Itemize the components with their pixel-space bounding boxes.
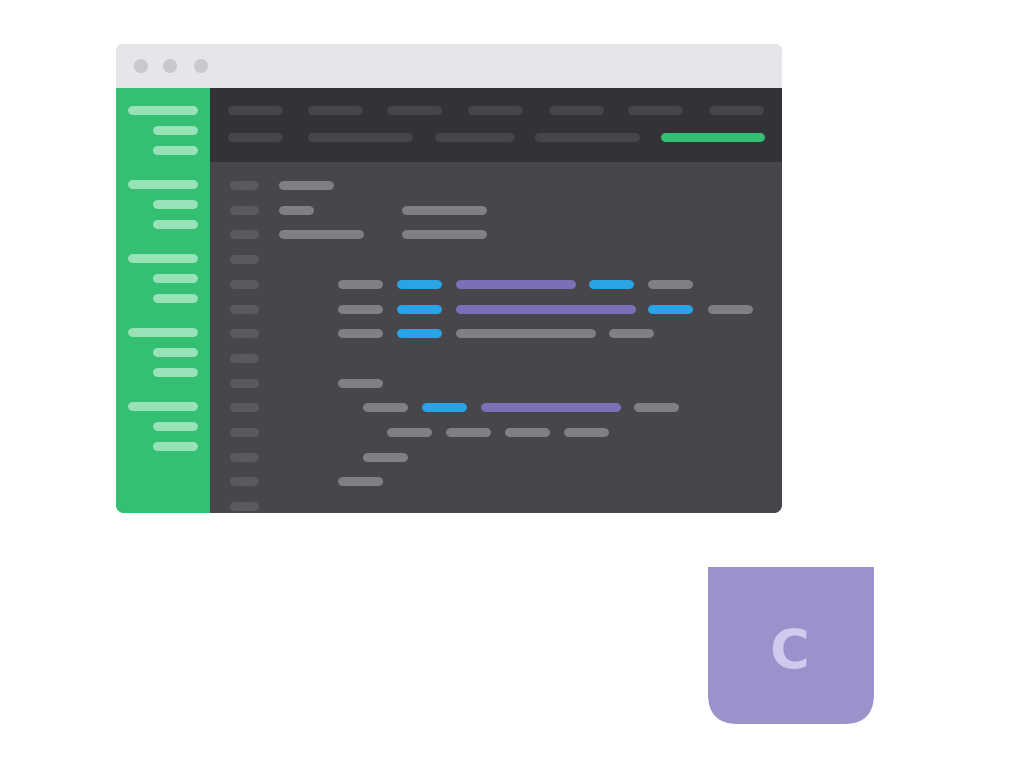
code-token bbox=[589, 279, 634, 289]
sidebar-folder-item bbox=[128, 254, 198, 263]
code-token bbox=[446, 428, 491, 437]
line-number bbox=[230, 304, 259, 314]
window-close-button[interactable] bbox=[134, 59, 148, 73]
toolbar-item bbox=[628, 106, 683, 115]
code-token bbox=[481, 403, 621, 413]
toolbar-item bbox=[308, 133, 413, 142]
line-number bbox=[230, 205, 259, 215]
code-editor-window bbox=[116, 44, 782, 513]
sidebar-file-item bbox=[153, 220, 198, 229]
window-titlebar bbox=[116, 44, 782, 88]
code-token bbox=[338, 279, 383, 289]
line-number bbox=[230, 428, 259, 437]
toolbar-item bbox=[709, 106, 764, 115]
code-token bbox=[402, 205, 487, 215]
code-token bbox=[422, 403, 467, 413]
code-token bbox=[363, 403, 408, 413]
sidebar-file-item bbox=[153, 126, 198, 135]
code-token bbox=[387, 428, 432, 437]
code-token bbox=[338, 304, 383, 314]
sidebar-file-item bbox=[153, 368, 198, 377]
editor-toolbar bbox=[210, 88, 782, 162]
sidebar-file-item bbox=[153, 274, 198, 283]
line-number bbox=[230, 181, 259, 190]
code-token bbox=[456, 279, 576, 289]
coffee-mug-icon: C bbox=[708, 567, 874, 724]
file-sidebar bbox=[116, 88, 210, 513]
code-token bbox=[279, 230, 364, 240]
code-token bbox=[279, 205, 314, 215]
sidebar-file-item bbox=[153, 146, 198, 155]
toolbar-item bbox=[228, 133, 283, 142]
mug-letter: C bbox=[770, 618, 810, 681]
code-token bbox=[648, 279, 693, 289]
code-token bbox=[279, 181, 334, 190]
code-token bbox=[564, 428, 609, 437]
sidebar-folder-item bbox=[128, 106, 198, 115]
line-number bbox=[230, 403, 259, 413]
code-token bbox=[648, 304, 693, 314]
toolbar-item bbox=[387, 106, 442, 115]
toolbar-item bbox=[535, 133, 640, 142]
toolbar-item bbox=[549, 106, 604, 115]
code-token bbox=[609, 329, 654, 339]
code-token bbox=[634, 403, 679, 413]
line-number bbox=[230, 279, 259, 289]
mug-body bbox=[708, 567, 874, 724]
code-token bbox=[338, 329, 383, 339]
sidebar-file-item bbox=[153, 348, 198, 357]
code-token bbox=[397, 329, 442, 339]
sidebar-folder-item bbox=[128, 402, 198, 411]
sidebar-file-item bbox=[153, 200, 198, 209]
code-token bbox=[456, 304, 636, 314]
code-token bbox=[456, 329, 596, 339]
code-token bbox=[505, 428, 550, 437]
window-minimize-button[interactable] bbox=[163, 59, 177, 73]
toolbar-item bbox=[468, 106, 523, 115]
sidebar-file-item bbox=[153, 294, 198, 303]
line-number bbox=[230, 230, 259, 240]
line-number bbox=[230, 452, 259, 462]
code-area bbox=[210, 162, 782, 513]
line-number bbox=[230, 502, 259, 512]
code-token bbox=[363, 452, 408, 462]
sidebar-folder-item bbox=[128, 180, 198, 189]
toolbar-item bbox=[435, 133, 515, 142]
window-maximize-button[interactable] bbox=[194, 59, 208, 73]
line-number bbox=[230, 378, 259, 388]
toolbar-active-item bbox=[661, 133, 765, 142]
toolbar-item bbox=[308, 106, 363, 115]
code-token bbox=[402, 230, 487, 240]
line-number bbox=[230, 477, 259, 487]
code-token bbox=[708, 304, 753, 314]
code-token bbox=[397, 279, 442, 289]
sidebar-file-item bbox=[153, 422, 198, 431]
sidebar-folder-item bbox=[128, 328, 198, 337]
line-number bbox=[230, 353, 259, 363]
code-token bbox=[338, 378, 383, 388]
sidebar-file-item bbox=[153, 442, 198, 451]
line-number bbox=[230, 255, 259, 265]
line-number bbox=[230, 329, 259, 339]
toolbar-item bbox=[228, 106, 283, 115]
code-token bbox=[338, 477, 383, 487]
code-token bbox=[397, 304, 442, 314]
